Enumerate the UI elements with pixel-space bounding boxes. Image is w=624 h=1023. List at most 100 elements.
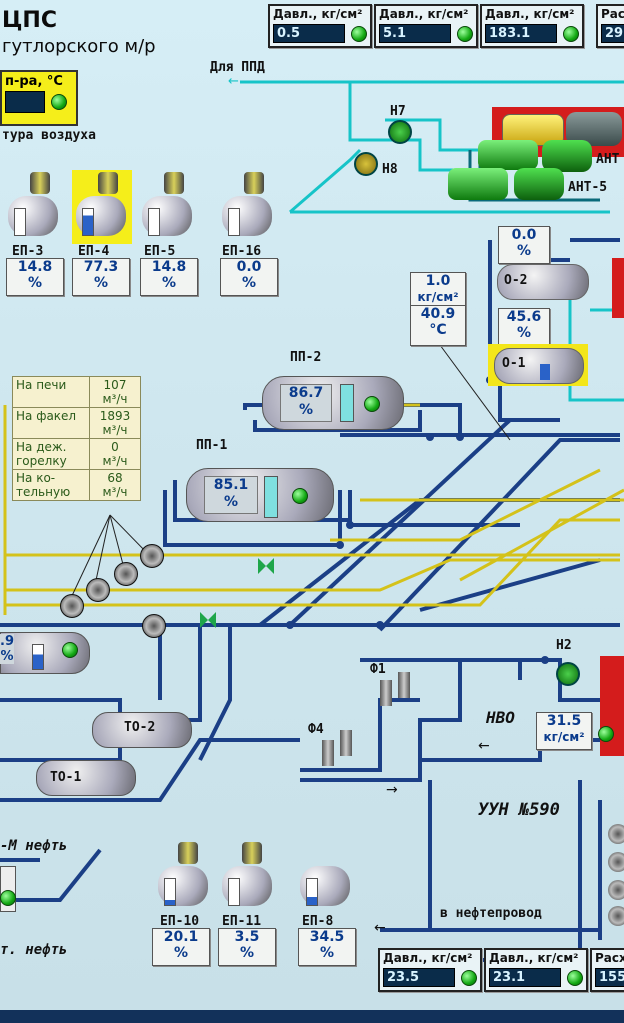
flow-value: 1893	[99, 409, 131, 423]
ep-unit[interactable]	[220, 172, 276, 242]
bottom-gauge-2[interactable]: Давл., кг/см² 23.1	[484, 948, 588, 992]
top-gauge-1[interactable]: Давл., кг/см² 0.5	[268, 4, 372, 48]
ep-level-unit: %	[93, 275, 109, 291]
to2-name: ТО-2	[124, 720, 156, 735]
pp2-level-value: 86.7	[288, 385, 324, 401]
ep-motor-icon	[98, 172, 118, 194]
filter-f1-label: Ф1	[370, 662, 386, 677]
fan-icon[interactable]	[86, 578, 110, 602]
fan-icon[interactable]	[114, 562, 138, 586]
ant5-motor-icon[interactable]	[514, 168, 564, 200]
fan-icon[interactable]	[608, 852, 624, 872]
o1-level-unit: %	[516, 325, 532, 341]
gauge-caption: Давл., кг/см²	[489, 951, 579, 965]
o2-separator-icon[interactable]	[497, 264, 589, 300]
left-tank-level-card: .9%	[0, 634, 14, 664]
ep-level-unit: %	[173, 945, 189, 961]
gauge-caption: Рас	[601, 7, 624, 21]
pp1-name: ПП-1	[196, 438, 228, 453]
ep-level-value: 34.5	[309, 929, 345, 945]
fan-icon[interactable]	[142, 614, 166, 638]
ep-level-unit: %	[239, 945, 255, 961]
top-gauge-4[interactable]: Рас 29	[596, 4, 624, 48]
flow-unit: м³/ч	[102, 485, 128, 499]
pump-h2-icon[interactable]	[556, 662, 580, 686]
ep-level-unit: %	[241, 275, 257, 291]
ep-unit[interactable]	[220, 842, 276, 912]
o-temp-value: 40.9	[411, 305, 465, 322]
flow-arrow-left-icon: ←	[374, 920, 386, 936]
oil-label: -М нефть	[0, 838, 68, 854]
station-subtitle: гутлорского м/р	[2, 36, 156, 57]
ep-unit[interactable]	[156, 842, 212, 912]
ep-unit[interactable]	[140, 172, 196, 242]
ep-unit[interactable]	[298, 864, 354, 912]
status-led-icon	[457, 25, 473, 42]
pump-h7-icon[interactable]	[388, 120, 412, 144]
gauge-value: 5.1	[379, 24, 451, 43]
pp2-level-unit: %	[298, 402, 314, 418]
bottom-gauge-1[interactable]: Давл., кг/см² 23.5	[378, 948, 482, 992]
left-tank-level-indicator	[32, 644, 44, 670]
o2-level-value: 0.0	[511, 227, 537, 243]
gauge-value	[5, 91, 45, 113]
ep-motor-icon	[242, 842, 262, 864]
left-tank-level-unit: %	[0, 649, 14, 664]
ep-unit[interactable]	[6, 172, 62, 292]
ep-unit[interactable]	[74, 172, 130, 242]
ep-name: ЕП-11	[222, 914, 262, 929]
ep-level-value: 0.0	[236, 259, 262, 275]
o1-separator-icon[interactable]	[494, 348, 584, 384]
filter-icon[interactable]	[380, 680, 392, 706]
gas-valve-icon[interactable]	[258, 558, 274, 574]
o1-name: О-1	[502, 356, 526, 371]
status-led-icon	[364, 396, 380, 412]
to1-heat-exchanger-icon[interactable]	[36, 760, 136, 796]
o2-level-unit: %	[516, 243, 532, 259]
status-led-icon	[567, 969, 583, 986]
filter-icon[interactable]	[398, 672, 410, 698]
top-gauge-2[interactable]: Давл., кг/см² 5.1	[374, 4, 478, 48]
pp1-level-card: 85.1%	[204, 476, 258, 514]
bottom-gauge-3[interactable]: Расх 155	[590, 948, 624, 992]
ant-motor-icon[interactable]	[542, 140, 592, 172]
ep-motor-icon	[178, 842, 198, 864]
ep-level-indicator	[306, 878, 318, 906]
air-temp-gauge[interactable]: п-ра, °С	[0, 70, 78, 126]
status-led-icon	[62, 642, 78, 658]
h2-pressure-unit: кг/см²	[543, 730, 585, 744]
ep-level-card: 77.3%	[72, 258, 130, 296]
status-bar	[0, 1010, 624, 1023]
status-led-icon	[351, 25, 367, 42]
ant5-motor-icon[interactable]	[448, 168, 508, 200]
pump-h8-icon[interactable]	[354, 152, 378, 176]
fan-icon[interactable]	[608, 906, 624, 926]
o-temp-unit: °С	[429, 322, 447, 338]
gas-valve-icon[interactable]	[200, 612, 216, 628]
o2-level-card: 0.0%	[498, 226, 550, 264]
filter-icon[interactable]	[340, 730, 352, 756]
fan-icon[interactable]	[140, 544, 164, 568]
ep-level-indicator	[82, 208, 94, 236]
ant-motor-icon[interactable]	[478, 140, 538, 170]
o1-level-card: 45.6%	[498, 308, 550, 346]
fan-icon[interactable]	[60, 594, 84, 618]
flow-value: 107	[103, 378, 127, 392]
flow-arrow-right-icon: →	[386, 782, 398, 798]
to2-heat-exchanger-icon[interactable]	[92, 712, 192, 748]
gauge-caption: Давл., кг/см²	[379, 7, 469, 21]
fan-icon[interactable]	[608, 824, 624, 844]
filter-icon[interactable]	[322, 740, 334, 766]
ep-name: ЕП-8	[302, 914, 334, 929]
flow-value: 68	[107, 471, 123, 485]
gauge-caption: Давл., кг/см²	[273, 7, 363, 21]
pump-h8-label: Н8	[382, 162, 398, 177]
fan-icon[interactable]	[608, 880, 624, 900]
flow-name: На ко-тельную	[12, 469, 90, 501]
nvo-label: НВО	[486, 708, 515, 727]
top-gauge-3[interactable]: Давл., кг/см² 183.1	[480, 4, 584, 48]
